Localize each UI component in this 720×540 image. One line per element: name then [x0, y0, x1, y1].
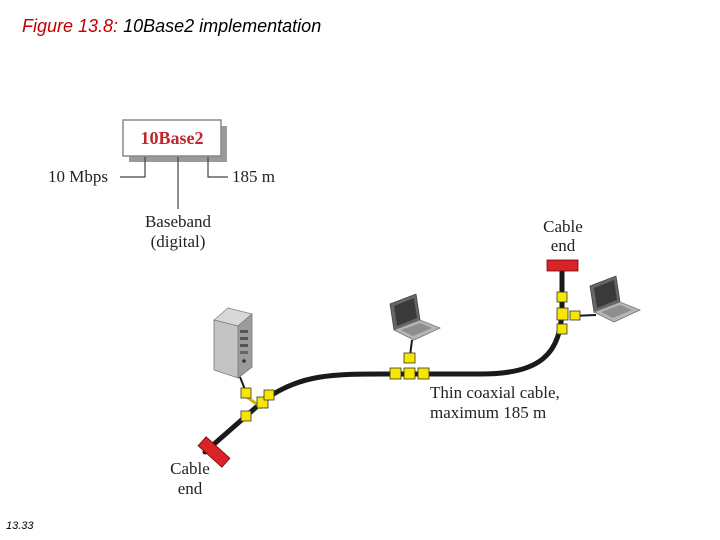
server-t-connector [240, 387, 275, 422]
speed-label: 10 Mbps [48, 167, 108, 186]
connector-block [403, 352, 416, 364]
cable-terminator-bottom [197, 436, 231, 468]
laptop-icon [589, 275, 642, 323]
standard-name-label: 10Base2 [141, 128, 204, 148]
cable-description-line2: maximum 185 m [430, 403, 546, 422]
signal-label-line2: (digital) [151, 232, 206, 251]
connector-block [569, 310, 581, 321]
connector-block [556, 307, 569, 321]
cable-description-line1: Thin coaxial cable, [430, 383, 560, 402]
figure-number: Figure 13.8: [22, 16, 119, 36]
connector-block [556, 323, 568, 335]
connector-block [240, 410, 252, 422]
laptop-t-connector [556, 291, 581, 335]
signal-label-line1: Baseband [145, 212, 212, 231]
laptop-t-connector [389, 352, 430, 380]
connector-block [403, 367, 416, 380]
connector-block [556, 291, 568, 303]
connector-block [256, 396, 269, 409]
connector-block [240, 387, 252, 399]
breakdown-lines [120, 157, 228, 209]
connector-block [417, 367, 430, 380]
length-label: 185 m [232, 167, 275, 186]
connector-block [389, 367, 402, 380]
server-icon [213, 307, 253, 379]
laptop-icon [389, 293, 442, 341]
cable-end-top-line1: Cable [543, 217, 583, 236]
cable-terminator-top [546, 259, 579, 272]
connector-block [263, 389, 275, 401]
figure-title: Figure 13.8: 10Base2 implementation [22, 16, 321, 37]
figure-caption: 10Base2 implementation [123, 16, 322, 36]
standard-name-box: 10Base2 [122, 119, 227, 162]
cable-end-bottom-line2: end [178, 479, 203, 498]
cable-end-top-line2: end [551, 236, 576, 255]
page-number: 13.33 [6, 520, 34, 532]
thin-coaxial-cable [202, 262, 565, 455]
cable-end-bottom-line1: Cable [170, 459, 210, 478]
